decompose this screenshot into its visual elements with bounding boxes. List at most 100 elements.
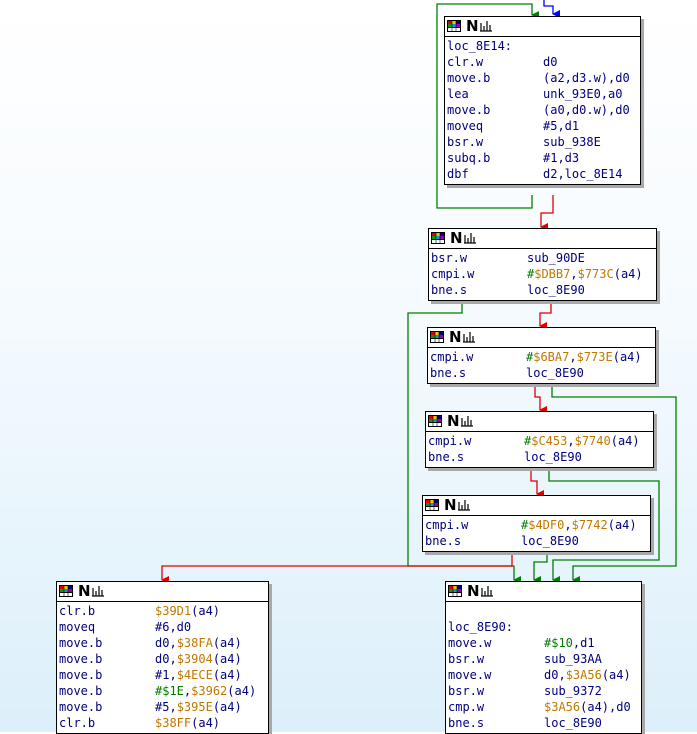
- graph-node-chart-icon[interactable]: [480, 585, 494, 597]
- code-line[interactable]: cmpi.w#$C453,$7740(a4): [426, 433, 653, 449]
- graph-node-chart-icon[interactable]: [91, 585, 105, 597]
- code-line[interactable]: move.b#$1E,$3962(a4): [57, 683, 268, 699]
- code-line[interactable]: moveq#5,d1: [445, 118, 640, 134]
- graph-node-table-icon[interactable]: [430, 331, 444, 343]
- operand-token: $773C: [577, 267, 614, 281]
- code-line[interactable]: move.b(a2,d3.w),d0: [445, 70, 640, 86]
- graph-node-table-icon[interactable]: [428, 415, 442, 427]
- graph-node-chart-icon[interactable]: [460, 415, 474, 427]
- graph-node-chart-icon[interactable]: [457, 499, 471, 511]
- instruction-operands[interactable]: sub_9372: [544, 683, 602, 699]
- instruction-operands[interactable]: loc_8E90: [526, 365, 584, 381]
- instruction-operands[interactable]: #$4DF0,$7742(a4): [521, 517, 637, 533]
- instruction-operands[interactable]: sub_93AA: [544, 651, 602, 667]
- instruction-operands[interactable]: #$C453,$7740(a4): [524, 433, 640, 449]
- instruction-operands[interactable]: unk_93E0,a0: [543, 86, 622, 102]
- code-line[interactable]: cmpi.w#$DBB7,$773C(a4): [429, 266, 656, 282]
- instruction-operands[interactable]: d2,loc_8E14: [543, 166, 622, 182]
- instruction-mnemonic: bsr.w: [431, 251, 468, 265]
- instruction-operands[interactable]: (a0,d0.w),d0: [543, 102, 630, 118]
- graph-node-n-icon[interactable]: N: [78, 582, 91, 600]
- instruction-operands[interactable]: (a2,d3.w),d0: [543, 70, 630, 86]
- code-line[interactable]: clr.b$39D1(a4): [57, 603, 268, 619]
- graph-node-n-icon[interactable]: N: [467, 582, 480, 600]
- graph-node-table-icon[interactable]: [447, 20, 461, 32]
- instruction-operands[interactable]: d0,$3904(a4): [155, 651, 242, 667]
- instruction-operands[interactable]: sub_90DE: [527, 250, 585, 266]
- instruction-operands[interactable]: d0,$38FA(a4): [155, 635, 242, 651]
- instruction-operands[interactable]: loc_8E90: [524, 449, 582, 465]
- graph-node-n-icon[interactable]: N: [449, 328, 462, 346]
- code-label[interactable]: loc_8E14:: [447, 39, 513, 53]
- instruction-operands[interactable]: #5,$395E(a4): [155, 699, 242, 715]
- code-line[interactable]: [446, 603, 641, 619]
- instruction-operands[interactable]: loc_8E90: [544, 715, 602, 731]
- graph-node-n-icon[interactable]: N: [447, 412, 460, 430]
- graph-node-n-icon[interactable]: N: [466, 17, 479, 35]
- code-line[interactable]: move.b#5,$395E(a4): [57, 699, 268, 715]
- edge-n4-target: [548, 466, 660, 584]
- code-line[interactable]: subq.b#1,d3: [445, 150, 640, 166]
- graph-node-n-icon[interactable]: N: [444, 496, 457, 514]
- code-line[interactable]: bsr.w sub_90DE: [429, 250, 656, 266]
- instruction-operands[interactable]: d0,$3A56(a4): [544, 667, 631, 683]
- instruction-operands[interactable]: sub_938E: [543, 134, 601, 150]
- graph-node-table-icon[interactable]: [448, 585, 462, 597]
- code-line[interactable]: cmpi.w#$6BA7,$773E(a4): [428, 349, 655, 365]
- graph-node-chart-icon[interactable]: [463, 232, 477, 244]
- graph-node-chart-icon[interactable]: [479, 20, 493, 32]
- code-line[interactable]: loc_8E14:: [445, 38, 640, 54]
- instruction-operands[interactable]: $39D1(a4): [155, 603, 220, 619]
- code-line[interactable]: moveq#6,d0: [57, 619, 268, 635]
- graph-node-n-icon[interactable]: N: [450, 229, 463, 247]
- code-line[interactable]: clr.b$38FF(a4): [57, 715, 268, 731]
- instruction-operands[interactable]: $3A56(a4),d0: [544, 699, 631, 715]
- instruction-operands[interactable]: #$DBB7,$773C(a4): [527, 266, 643, 282]
- instruction-operands[interactable]: $38FF(a4): [155, 715, 220, 731]
- instruction-operands[interactable]: #1,$4ECE(a4): [155, 667, 242, 683]
- graph-node-chart-icon[interactable]: [462, 331, 476, 343]
- operand-token: (a4): [191, 716, 221, 730]
- code-line[interactable]: loc_8E90:: [446, 619, 641, 635]
- graph-node-table-icon[interactable]: [59, 585, 73, 597]
- code-line[interactable]: cmp.w$3A56(a4),d0: [446, 699, 641, 715]
- instruction-operands[interactable]: loc_8E90: [521, 533, 579, 549]
- instruction-operands[interactable]: #$1E,$3962(a4): [155, 683, 256, 699]
- instruction-operands[interactable]: loc_8E90: [527, 282, 585, 298]
- code-line[interactable]: move.b#1,$4ECE(a4): [57, 667, 268, 683]
- instruction-operands[interactable]: #$6BA7,$773E(a4): [526, 349, 642, 365]
- operand-token: ,d1: [557, 119, 580, 133]
- instruction-operands[interactable]: #5,d1: [543, 118, 579, 134]
- instruction-operands[interactable]: #$10,d1: [544, 635, 595, 651]
- code-label[interactable]: loc_8E90:: [448, 620, 514, 634]
- instruction-operands[interactable]: #1,d3: [543, 150, 579, 166]
- code-line[interactable]: cmpi.w#$4DF0,$7742(a4): [423, 517, 650, 533]
- graph-node-table-icon[interactable]: [431, 232, 445, 244]
- code-line[interactable]: move.w#$10,d1: [446, 635, 641, 651]
- instruction-operands[interactable]: d0: [543, 54, 557, 70]
- instruction-operands[interactable]: #6,d0: [155, 619, 191, 635]
- code-line[interactable]: move.b(a0,d0.w),d0: [445, 102, 640, 118]
- graph-node-table-icon[interactable]: [425, 499, 439, 511]
